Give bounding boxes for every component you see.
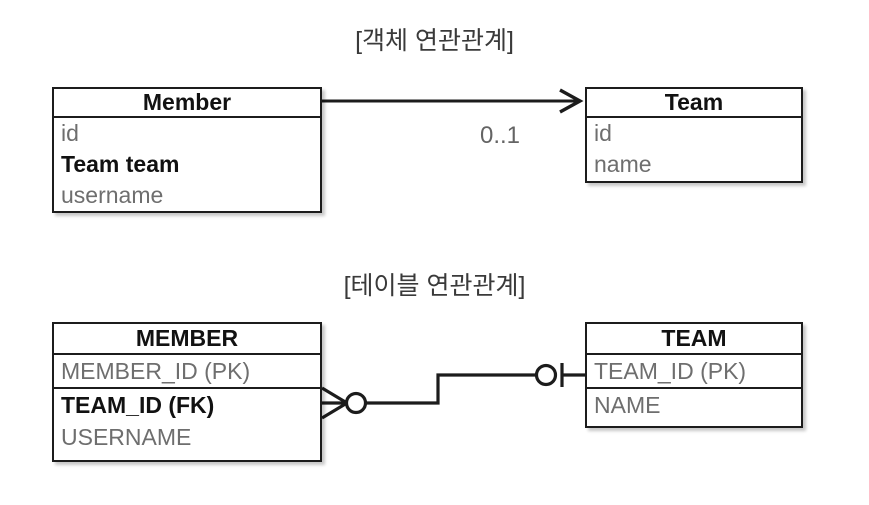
member-attribute-username: username: [61, 182, 164, 208]
member-table-header: MEMBER: [54, 324, 320, 355]
member-attribute-team: Team team: [61, 151, 180, 177]
team-class-attributes: id name: [587, 118, 801, 180]
crowsfoot-many-symbol: [321, 386, 348, 420]
team-attribute-id: id: [594, 120, 612, 146]
team-class-header: Team: [587, 89, 801, 118]
member-class-box[interactable]: Member id Team team username: [52, 87, 322, 213]
member-table-column-member-id: MEMBER_ID (PK): [61, 358, 251, 384]
team-attribute-name: name: [594, 151, 652, 177]
team-table-header: TEAM: [587, 324, 801, 355]
member-table-box[interactable]: MEMBER MEMBER_ID (PK) TEAM_ID (FK) USERN…: [52, 322, 322, 462]
association-multiplicity-label: 0..1: [480, 122, 521, 149]
team-table-column-team-id: TEAM_ID (PK): [594, 358, 747, 384]
member-class-attributes: id Team team username: [54, 118, 320, 211]
member-attribute-id: id: [61, 120, 79, 146]
team-table-box[interactable]: TEAM TEAM_ID (PK) NAME: [585, 322, 803, 428]
zero-circle-symbol-right: [534, 363, 558, 387]
member-class-header: Member: [54, 89, 320, 118]
table-model-title: [테이블 연관관계]: [343, 272, 526, 300]
member-table-column-username: USERNAME: [61, 424, 192, 450]
team-table-column-section: NAME: [587, 389, 801, 421]
object-model-title: [객체 연관관계]: [355, 27, 514, 55]
member-table-column-team-id: TEAM_ID (FK): [61, 392, 215, 418]
team-table-key-section: TEAM_ID (PK): [587, 355, 801, 389]
member-table-key-section: MEMBER_ID (PK): [54, 355, 320, 389]
team-class-box[interactable]: Team id name: [585, 87, 803, 183]
zero-circle-symbol-left: [344, 391, 368, 415]
member-table-column-section: TEAM_ID (FK) USERNAME: [54, 389, 320, 453]
team-table-column-name: NAME: [594, 392, 661, 418]
